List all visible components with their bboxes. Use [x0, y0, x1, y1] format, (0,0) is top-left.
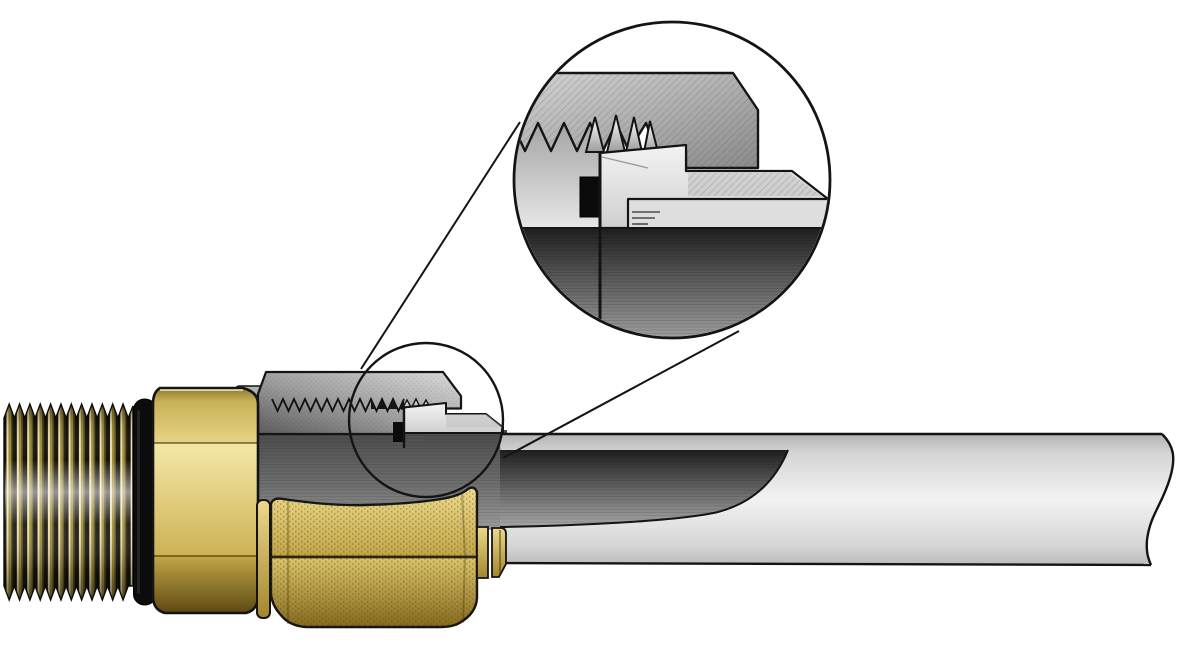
magnifier-ring	[512, 20, 832, 340]
tube-break-line	[1145, 433, 1175, 566]
seal-ring-section	[393, 422, 404, 442]
mag-tube-outer	[628, 199, 829, 228]
nut-back-corner	[256, 499, 271, 619]
leader-line-left	[360, 121, 521, 370]
tube-bottom-edge	[501, 561, 1152, 567]
nut-upper-knurl	[271, 487, 477, 557]
nut-right-facet	[461, 492, 466, 624]
mag-tick-marks	[632, 211, 660, 225]
mag-ferrule-chamfer-line	[601, 156, 649, 169]
mag-seal-ring	[579, 176, 601, 218]
sectioned-body	[256, 370, 504, 448]
knurled-nut	[256, 486, 479, 629]
hex-body	[151, 386, 260, 615]
tube	[499, 432, 1175, 567]
mag-nut-hatch	[515, 73, 758, 168]
leader-line-right	[502, 330, 740, 459]
tube-collar	[476, 526, 507, 579]
nut-lower-knurl	[271, 557, 477, 627]
mag-ledge-hatch	[688, 173, 821, 196]
ferrule-ledge-shade	[446, 414, 503, 428]
callout	[347, 121, 740, 499]
section-tick-marks	[408, 439, 424, 445]
tube-cutaway-striations	[500, 450, 788, 527]
thread-bite-dark	[371, 399, 404, 411]
magnified-detail	[512, 20, 832, 340]
mag-bite-ridges	[584, 114, 660, 153]
detail-source-circle	[347, 341, 505, 499]
sectioned-body-texture	[258, 372, 461, 434]
male-thread	[3, 401, 134, 603]
hex-faces	[153, 388, 258, 613]
hex-outline	[151, 386, 260, 615]
tube-cut-edge	[499, 449, 789, 528]
